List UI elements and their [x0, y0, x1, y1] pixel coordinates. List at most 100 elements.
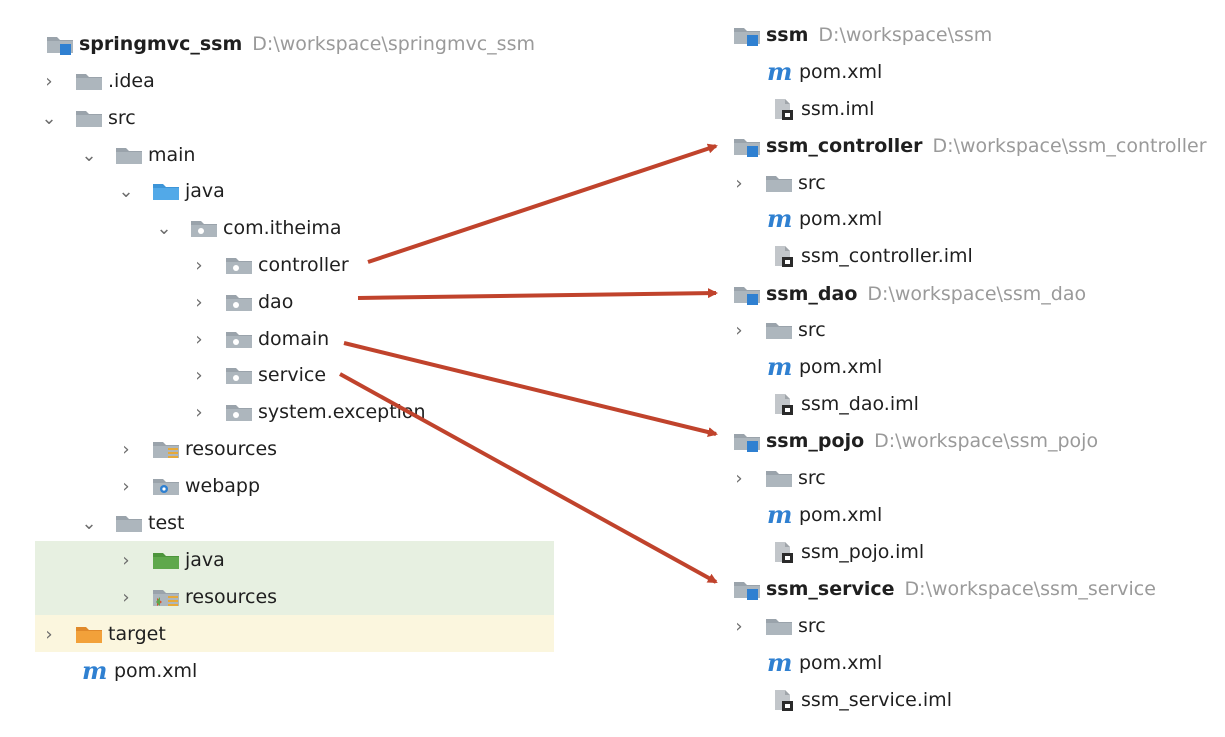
tree-item-resources[interactable]: › resources	[117, 431, 277, 467]
tree-item-test-resources[interactable]: › resources	[117, 579, 277, 615]
tree-item-webapp[interactable]: › webapp	[117, 468, 260, 504]
tree-item-main[interactable]: ⌄ main	[80, 137, 195, 173]
chevron-right-icon[interactable]: ›	[735, 172, 743, 194]
tree-item-label: com.itheima	[223, 217, 342, 239]
tree-item-domain[interactable]: › domain	[190, 321, 329, 357]
chevron-right-icon[interactable]: ›	[122, 438, 130, 460]
tree-item-idea[interactable]: › .idea	[40, 63, 155, 99]
module-folder-icon	[732, 24, 762, 46]
iml-file-icon	[767, 245, 797, 267]
chevron-right-icon[interactable]: ›	[122, 549, 130, 571]
tree-item-pom[interactable]: m pom.xml	[82, 653, 197, 689]
chevron-right-icon[interactable]: ›	[122, 475, 130, 497]
ssm-pom[interactable]: m pom.xml	[767, 54, 882, 90]
chevron-right-icon[interactable]: ›	[122, 586, 130, 608]
module-name: ssm_dao	[766, 283, 858, 305]
ssm-iml[interactable]: ssm.iml	[767, 91, 874, 127]
iml-file-icon	[767, 541, 797, 563]
module-path: D:\workspace\ssm_controller	[932, 135, 1207, 157]
test-source-root-icon	[151, 549, 181, 571]
chevron-down-icon[interactable]: ⌄	[156, 217, 172, 239]
chevron-right-icon[interactable]: ›	[45, 70, 53, 92]
ssm-dao-iml[interactable]: ssm_dao.iml	[767, 386, 919, 422]
tree-item-label: src	[798, 319, 826, 341]
tree-item-dao[interactable]: › dao	[190, 284, 293, 320]
ssm-dao-pom[interactable]: m pom.xml	[767, 349, 882, 385]
chevron-right-icon[interactable]: ›	[195, 291, 203, 313]
tree-item-label: pom.xml	[799, 61, 883, 83]
ssm-controller-iml[interactable]: ssm_controller.iml	[767, 238, 973, 274]
tree-item-label: ssm.iml	[801, 98, 875, 120]
chevron-right-icon[interactable]: ›	[735, 615, 743, 637]
web-folder-icon	[151, 475, 181, 497]
chevron-right-icon[interactable]: ›	[195, 254, 203, 276]
tree-item-label: main	[148, 144, 196, 166]
maven-pom-icon: m	[767, 204, 793, 233]
module-path: D:\workspace\ssm_service	[904, 578, 1156, 600]
tree-item-label: resources	[185, 438, 278, 460]
ssm-service-src[interactable]: › src	[730, 608, 825, 644]
tree-item-service[interactable]: › service	[190, 357, 326, 393]
tree-item-system-exception[interactable]: › system.exception	[190, 394, 425, 430]
module-ssm[interactable]: ssm D:\workspace\ssm	[732, 17, 992, 53]
module-ssm-service[interactable]: ssm_service D:\workspace\ssm_service	[732, 571, 1156, 607]
module-path: D:\workspace\ssm_pojo	[874, 430, 1099, 452]
package-icon	[224, 291, 254, 313]
ssm-service-iml[interactable]: ssm_service.iml	[767, 682, 952, 718]
chevron-down-icon[interactable]: ⌄	[118, 180, 134, 202]
module-ssm-pojo[interactable]: ssm_pojo D:\workspace\ssm_pojo	[732, 423, 1098, 459]
chevron-down-icon[interactable]: ⌄	[81, 512, 97, 534]
module-name: ssm_controller	[766, 135, 923, 157]
tree-item-target[interactable]: › target	[40, 616, 165, 652]
tree-item-label: pom.xml	[114, 660, 198, 682]
ssm-pojo-iml[interactable]: ssm_pojo.iml	[767, 534, 924, 570]
folder-icon	[764, 615, 794, 637]
tree-item-test-java[interactable]: › java	[117, 542, 224, 578]
tree-item-label: pom.xml	[799, 356, 883, 378]
excluded-folder-icon	[74, 623, 104, 645]
chevron-right-icon[interactable]: ›	[45, 623, 53, 645]
iml-file-icon	[767, 98, 797, 120]
ssm-pojo-src[interactable]: › src	[730, 460, 826, 496]
test-highlight-band	[35, 541, 554, 615]
tree-item-label: src	[798, 172, 826, 194]
module-ssm-dao[interactable]: ssm_dao D:\workspace\ssm_dao	[732, 276, 1086, 312]
tree-item-src[interactable]: ⌄ src	[40, 100, 135, 136]
module-path: D:\workspace\ssm	[818, 24, 993, 46]
tree-item-label: domain	[258, 328, 330, 350]
module-folder-icon	[732, 430, 762, 452]
ssm-controller-pom[interactable]: m pom.xml	[767, 201, 882, 237]
module-name: springmvc_ssm	[79, 33, 243, 55]
tree-item-label: src	[798, 467, 826, 489]
tree-item-java[interactable]: ⌄ java	[117, 173, 224, 209]
folder-icon	[764, 319, 794, 341]
chevron-right-icon[interactable]: ›	[735, 467, 743, 489]
ssm-pojo-pom[interactable]: m pom.xml	[767, 497, 882, 533]
iml-file-icon	[767, 393, 797, 415]
chevron-right-icon[interactable]: ›	[195, 364, 203, 386]
chevron-right-icon[interactable]: ›	[735, 319, 743, 341]
chevron-down-icon[interactable]: ⌄	[41, 107, 57, 129]
arrow-controller-to-ssm-controller	[367, 143, 718, 264]
chevron-right-icon[interactable]: ›	[195, 401, 203, 423]
chevron-right-icon[interactable]: ›	[195, 328, 203, 350]
maven-pom-icon: m	[767, 648, 793, 677]
maven-pom-icon: m	[767, 352, 793, 381]
tree-item-label: pom.xml	[799, 504, 883, 526]
module-ssm-controller[interactable]: ssm_controller D:\workspace\ssm_controll…	[732, 128, 1207, 164]
folder-icon	[764, 467, 794, 489]
module-folder-icon	[45, 33, 75, 55]
tree-item-label: ssm_service.iml	[801, 689, 952, 711]
maven-pom-icon: m	[82, 656, 108, 685]
tree-item-test[interactable]: ⌄ test	[80, 505, 184, 541]
tree-root-springmvc-ssm[interactable]: springmvc_ssm D:\workspace\springmvc_ssm	[45, 26, 535, 62]
ssm-dao-src[interactable]: › src	[730, 312, 826, 348]
tree-item-package[interactable]: ⌄ com.itheima	[155, 210, 342, 246]
ssm-service-pom[interactable]: m pom.xml	[767, 645, 882, 681]
chevron-down-icon[interactable]: ⌄	[81, 144, 97, 166]
ssm-controller-src[interactable]: › src	[730, 165, 826, 201]
tree-item-label: .idea	[108, 70, 155, 92]
tree-item-controller[interactable]: › controller	[190, 247, 348, 283]
iml-file-icon	[767, 689, 797, 711]
module-path: D:\workspace\ssm_dao	[867, 283, 1087, 305]
